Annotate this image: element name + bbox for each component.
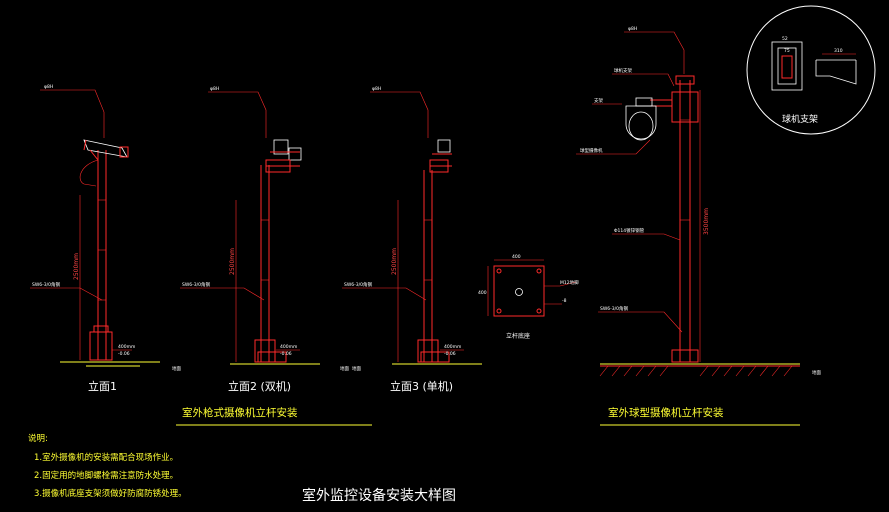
svg-text:SW6-3/0角钢: SW6-3/0角钢 (32, 281, 61, 288)
elevation-2-label: 立面2 (双机) (228, 379, 291, 393)
note-2: 2.固定用的地脚螺栓需注意防水处理。 (34, 470, 178, 481)
main-title: 室外监控设备安装大样图 (302, 487, 456, 504)
group-title-dome-camera: 室外球型摄像机立杆安装 (608, 406, 724, 419)
svg-text:φ8H: φ8H (44, 84, 53, 90)
svg-text:-0.06: -0.06 (280, 351, 292, 357)
notes-block: 说明: 1.室外摄像机的安装需配合现场作业。 2.固定用的地脚螺栓需注意防水处理… (28, 433, 187, 499)
svg-text:-0.06: -0.06 (118, 351, 130, 357)
base-plate-caption: 立杆底座 (506, 332, 530, 340)
notes-heading: 说明: (28, 433, 48, 444)
svg-text:Φ114镀锌钢管: Φ114镀锌钢管 (614, 227, 645, 234)
bracket-dim-1: 52 (782, 36, 788, 42)
bracket-dim-3: 310 (834, 48, 843, 54)
svg-text:地面: 地面 (340, 365, 349, 372)
svg-text:400: 400 (512, 254, 521, 260)
bracket-caption: 球机支架 (782, 113, 818, 125)
ground-hatch (599, 365, 793, 377)
svg-text:400mm: 400mm (444, 344, 461, 350)
single-camera-icon (429, 139, 452, 173)
elevation-1-label: 立面1 (88, 379, 117, 393)
svg-text:球机支架: 球机支架 (614, 67, 632, 74)
elevation-1: 2500mm φ8H SW6-3/0角钢 400mm -0.06 地面 立面1 (30, 84, 181, 393)
svg-text:SW6-3/0角钢: SW6-3/0角钢 (182, 281, 211, 288)
height-dimension-right: 3500mm (703, 208, 710, 235)
svg-text:SW6-3/0角钢: SW6-3/0角钢 (344, 281, 373, 288)
note-3: 3.摄像机底座支架须做好防腐防锈处理。 (34, 488, 187, 499)
dome-camera-icon (625, 97, 657, 141)
height-dimension-1: 2500mm (73, 253, 80, 280)
svg-text:400mm: 400mm (118, 344, 135, 350)
height-dimension-3: 2500mm (391, 248, 398, 275)
svg-text:支架: 支架 (594, 97, 603, 104)
gun-camera-icon (83, 139, 129, 161)
svg-text:地面: 地面 (352, 365, 361, 372)
elevation-3-label: 立面3 (单机) (390, 379, 453, 393)
svg-text:400: 400 (478, 290, 487, 296)
bracket-dim-2: 75 (784, 48, 790, 54)
height-dimension-2: 2500mm (229, 248, 236, 275)
base-plate-detail: 400 400 M12地脚 -8 立杆底座 (478, 254, 579, 340)
bracket-detail-callout: 52 75 310 球机支架 (746, 5, 876, 135)
svg-text:400mm: 400mm (280, 344, 297, 350)
dome-camera-pole: 3500mm φ8H 球机支架 支架 球型摄像机 Φ114镀锌钢管 SW6-3/… (576, 26, 821, 377)
svg-text:SW6-3/0角钢: SW6-3/0角钢 (600, 305, 629, 312)
elevation-2: 2500mm φ8H SW6-3/0角钢 400mm -0.06 地面 立面2 … (180, 86, 349, 393)
svg-text:φ8H: φ8H (372, 86, 381, 92)
svg-text:φ8H: φ8H (628, 26, 637, 32)
svg-text:φ8H: φ8H (210, 86, 219, 92)
svg-text:M12地脚: M12地脚 (560, 279, 579, 286)
group-title-gun-camera: 室外枪式摄像机立杆安装 (182, 406, 298, 419)
elevation-3: 2500mm φ8H SW6-3/0角钢 400mm -0.06 地面 立面3 … (342, 86, 482, 393)
svg-text:-0.06: -0.06 (444, 351, 456, 357)
double-camera-icon (265, 139, 302, 173)
svg-text:-8: -8 (562, 298, 567, 304)
svg-text:地面: 地面 (812, 369, 821, 376)
svg-text:地面: 地面 (172, 365, 181, 372)
svg-text:球型摄像机: 球型摄像机 (580, 147, 603, 154)
note-1: 1.室外摄像机的安装需配合现场作业。 (34, 452, 178, 463)
